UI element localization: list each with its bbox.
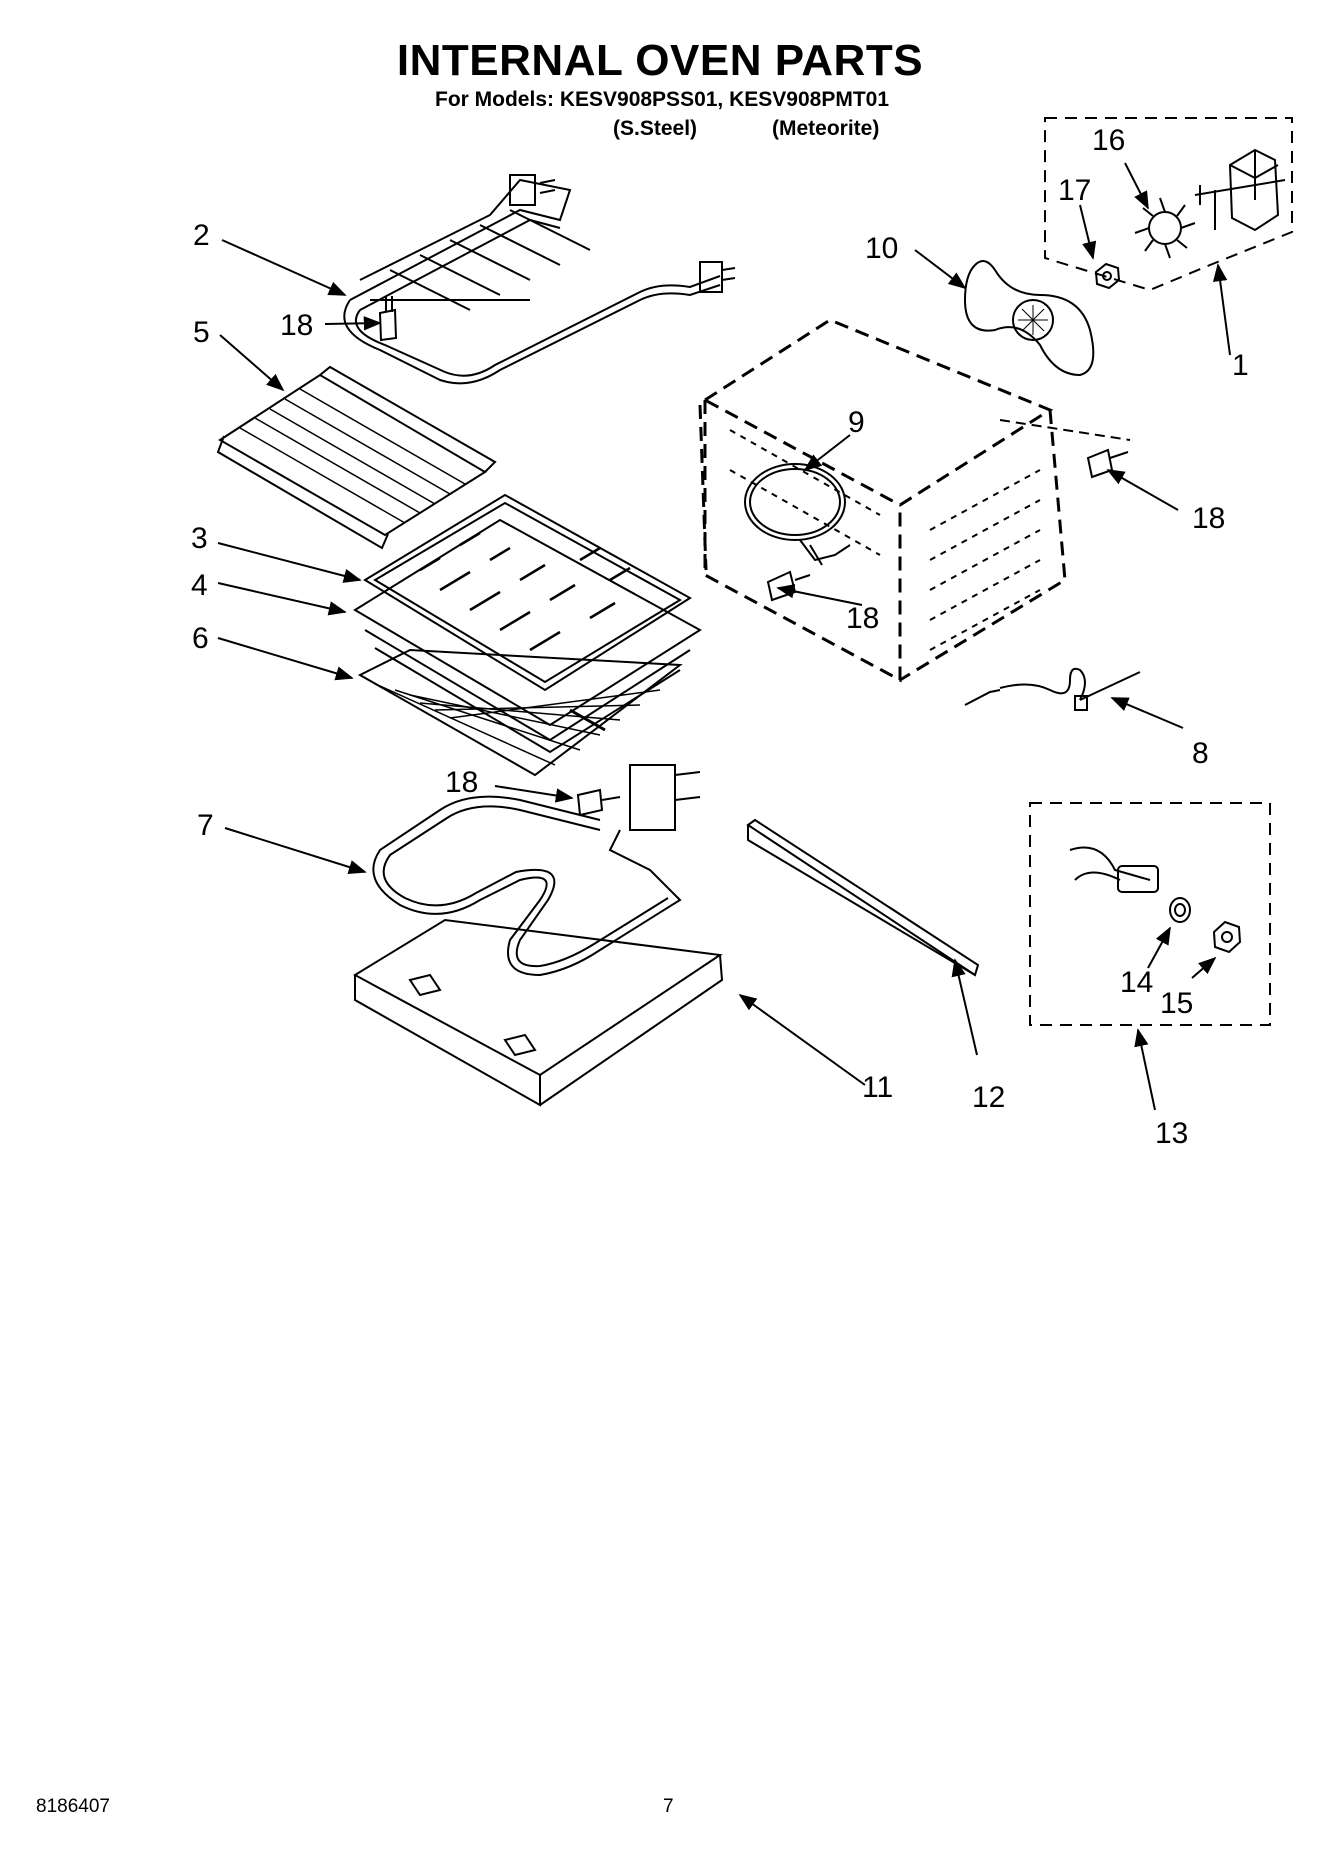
callout-12: 12 [972,1081,1005,1114]
fan-blade [1134,197,1196,259]
callout-18-cavity: 18 [1192,502,1225,535]
broiler-pan-grid [363,493,692,692]
screw-convection [766,570,811,602]
switch-nut [1212,920,1242,954]
callout-9: 9 [848,406,865,439]
document-number: 8186407 [36,1796,110,1817]
callout-1: 1 [1232,349,1249,382]
leader-lines [217,162,1231,1111]
switch-washer [1169,897,1191,923]
cavity-leader-line [999,419,1131,441]
page-number: 7 [663,1796,674,1817]
callout-18-broil: 18 [280,309,313,342]
temperature-sensor [964,667,1141,711]
callout-14: 14 [1120,966,1153,999]
callout-15: 15 [1160,987,1193,1020]
fan-motor [1194,148,1286,232]
fan-motor-box [1044,117,1293,292]
variant-label-steel: (S.Steel) [613,117,698,140]
models-line: For Models: KESV908PSS01, KESV908PMT01 [435,88,890,111]
callout-5: 5 [193,316,210,349]
callout-2: 2 [193,219,210,252]
callout-6: 6 [192,622,209,655]
callout-17: 17 [1058,174,1091,207]
page-title: INTERNAL OVEN PARTS [396,36,924,85]
oven-cavity [698,318,1067,683]
callout-11: 11 [862,1071,893,1104]
callout-3: 3 [191,522,208,555]
callout-13: 13 [1155,1117,1188,1150]
fan-baffle [963,260,1095,377]
broil-element [343,174,736,385]
oven-rack [216,365,497,550]
callout-10: 10 [865,232,898,265]
lower-rack [357,648,683,777]
cavity-detail [729,429,1041,651]
door-switch [1069,846,1159,893]
fan-nut [1094,262,1121,290]
callout-18-bake: 18 [445,766,478,799]
convection-element [744,463,851,566]
screw-broil [378,296,398,342]
callout-8: 8 [1192,737,1209,770]
callout-4: 4 [191,569,208,602]
bake-element-cover [352,918,724,1107]
screw-bake [576,788,621,817]
callout-16: 16 [1092,124,1125,157]
callout-18-convection: 18 [846,602,879,635]
callout-7: 7 [197,809,214,842]
bake-element [372,764,701,977]
screw-cavity [1086,448,1129,479]
switch-box [1029,802,1271,1026]
rack-support [746,818,980,977]
variant-label-meteorite: (Meteorite) [772,117,880,140]
